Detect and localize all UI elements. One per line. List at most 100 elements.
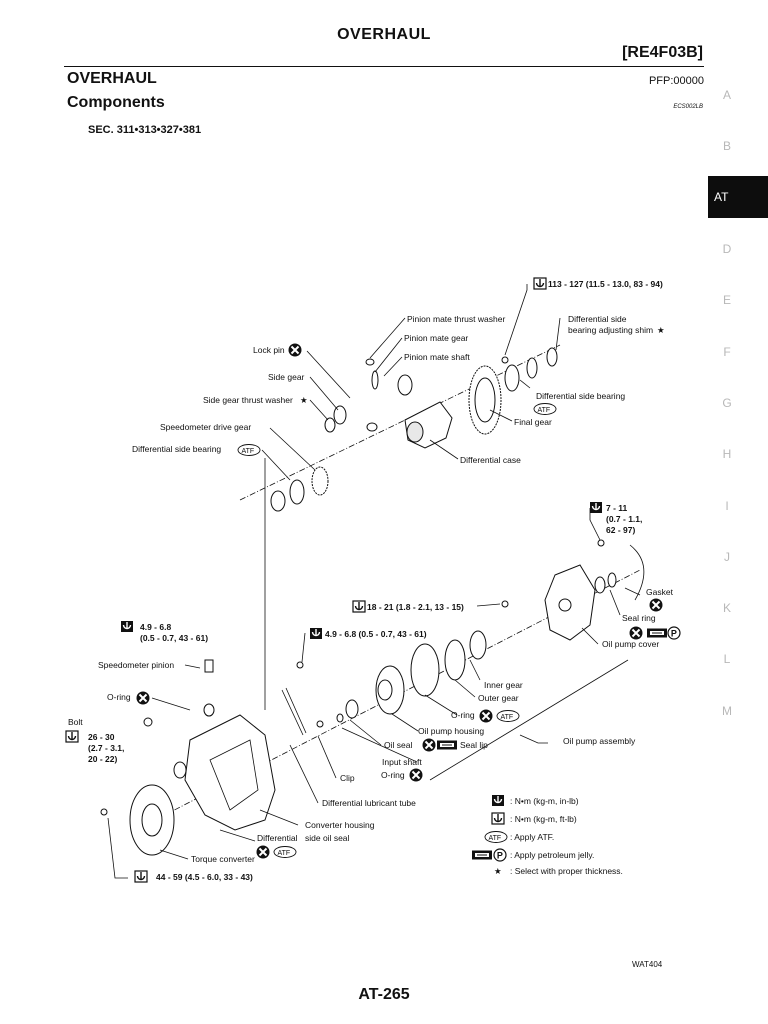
speedometer-pinion-label: Speedometer pinion (98, 660, 174, 670)
torque-26-30-label-a: 26 - 30 (88, 732, 115, 742)
torque-26-30-label-b: (2.7 - 3.1, (88, 743, 124, 753)
diff-axis-line (239, 344, 561, 501)
diff-shim-label-1: Differential side (568, 314, 627, 324)
torque-n-m-in-lb-icon (491, 794, 505, 807)
tab-l[interactable]: L (723, 652, 731, 666)
pfp-code: PFP:00000 (648, 75, 704, 87)
converter-housing-part (143, 659, 276, 831)
o-ring-mid-label: O-ring (451, 710, 475, 720)
tab-k[interactable]: K (722, 601, 731, 615)
legend: : N•m (kg-m, in-lb) : N•m (kg-m, ft-lb) … (471, 794, 623, 876)
diff-side-bearing-left-label: Differential side bearing (132, 444, 221, 454)
side-gear-label: Side gear (268, 372, 305, 382)
tab-m[interactable]: M (722, 704, 732, 718)
differential-lubricant-tube-label: Differential lubricant tube (322, 798, 416, 808)
atf-icon (496, 710, 520, 722)
tab-e[interactable]: E (722, 293, 731, 307)
torque-7-11-label-b: (0.7 - 1.1, (606, 514, 642, 524)
final-gear-label: Final gear (514, 417, 552, 427)
petroleum-jelly-icon (436, 740, 458, 750)
torque-26-30-label-c: 20 - 22) (88, 754, 117, 764)
oil-pump-cover-label: Oil pump cover (602, 639, 659, 649)
model-code: [RE4F03B] (622, 44, 703, 61)
torque-7-11-label-c: 62 - 97) (606, 525, 635, 535)
legend-item-2: : N•m (kg-m, ft-lb) (510, 814, 577, 824)
figure-id: WAT404 (632, 960, 663, 969)
converter-housing-label: Converter housing (305, 820, 375, 830)
torque-wrench-icon (65, 730, 79, 743)
clip-label: Clip (340, 773, 355, 783)
atf-icon (237, 444, 261, 456)
page-header-title: OVERHAUL (337, 26, 431, 43)
bolt-label: Bolt (68, 717, 83, 727)
atf-icon (533, 403, 557, 415)
leader-lines (107, 284, 641, 879)
tab-a[interactable]: A (722, 88, 731, 102)
reference-code: ECS002LB (673, 104, 703, 110)
torque-converter-part (100, 784, 175, 856)
torque-wrench-icon (120, 620, 134, 633)
oil-pump-assembly-label: Oil pump assembly (563, 736, 636, 746)
seal-ring-label: Seal ring (622, 613, 656, 623)
non-reusable-x-icon (287, 342, 303, 358)
tab-f[interactable]: F (723, 345, 731, 359)
torque-wrench-icon (134, 870, 148, 883)
atf-icon (484, 831, 508, 843)
diff-side-oil-seal-label-2: side oil seal (305, 833, 350, 843)
tab-g[interactable]: G (722, 396, 732, 410)
o-ring-left-label: O-ring (107, 692, 131, 702)
tab-at[interactable]: AT (708, 176, 768, 218)
gasket-label: Gasket (646, 587, 674, 597)
atf-icon (273, 846, 297, 858)
tab-j[interactable]: J (724, 550, 730, 564)
torque-44-59-label: 44 - 59 (4.5 - 6.0, 33 - 43) (156, 872, 253, 882)
side-gear-thrust-washer-label: Side gear thrust washer (203, 395, 293, 405)
diff-side-oil-seal-label-1: Differential (257, 833, 298, 843)
non-reusable-x-icon (478, 708, 494, 724)
diff-shim-label-2: bearing adjusting shim (568, 325, 653, 335)
oil-pump-housing-label: Oil pump housing (418, 726, 484, 736)
torque-4968-mid-label: 4.9 - 6.8 (0.5 - 0.7, 43 - 61) (325, 629, 427, 639)
non-reusable-x-icon (135, 690, 151, 706)
tab-b[interactable]: B (722, 139, 731, 153)
outer-gear-label: Outer gear (478, 693, 519, 703)
star-icon: ★ (494, 866, 502, 876)
differential-side-bearing-right-part (504, 347, 558, 392)
differential-case-part (404, 401, 453, 449)
tab-i[interactable]: I (725, 499, 729, 513)
tab-d[interactable]: D (722, 242, 732, 256)
torque-top-label: 113 - 127 (11.5 - 13.0, 83 - 94) (548, 279, 663, 289)
legend-item-3: : Apply ATF. (510, 832, 554, 842)
torque-wrench-icon (309, 627, 323, 640)
tab-h[interactable]: H (722, 447, 732, 461)
torque-7-11-label-a: 7 - 11 (606, 503, 628, 513)
seal-lip-label: Seal lip (460, 740, 488, 750)
oil-seal-label: Oil seal (384, 740, 412, 750)
lock-pin-label: Lock pin (253, 345, 285, 355)
side-gear-star-icon: ★ (300, 395, 308, 405)
header-rule (64, 66, 704, 67)
torque-18-21-label: 18 - 21 (1.8 - 2.1, 13 - 15) (367, 602, 464, 612)
o-ring-lower-label: O-ring (381, 770, 405, 780)
petroleum-p-icon (667, 626, 681, 640)
non-reusable-x-icon (255, 844, 271, 860)
torque-wrench-icon (589, 501, 603, 514)
non-reusable-x-icon (648, 597, 664, 613)
page-number: AT-265 (358, 986, 410, 1003)
legend-item-4: : Apply petroleum jelly. (510, 850, 594, 860)
petroleum-jelly-icon (646, 628, 668, 638)
section-number: SEC. 311•313•327•381 (88, 124, 202, 136)
input-shaft-label: Input shaft (382, 757, 422, 767)
legend-item-1: : N•m (kg-m, in-lb) (510, 796, 579, 806)
pinion-mate-thrust-washer-label: Pinion mate thrust washer (407, 314, 505, 324)
diff-shim-star-icon: ★ (657, 325, 665, 335)
section-title: OVERHAUL (67, 70, 157, 87)
pinion-mate-shaft-label: Pinion mate shaft (404, 352, 470, 362)
legend-item-5: : Select with proper thickness. (510, 866, 623, 876)
torque-n-m-ft-lb-icon (491, 812, 505, 825)
pinion-mate-gear-label: Pinion mate gear (404, 333, 468, 343)
non-reusable-x-icon (628, 625, 644, 641)
inner-gear-label: Inner gear (484, 680, 523, 690)
final-gear-part (468, 365, 502, 435)
